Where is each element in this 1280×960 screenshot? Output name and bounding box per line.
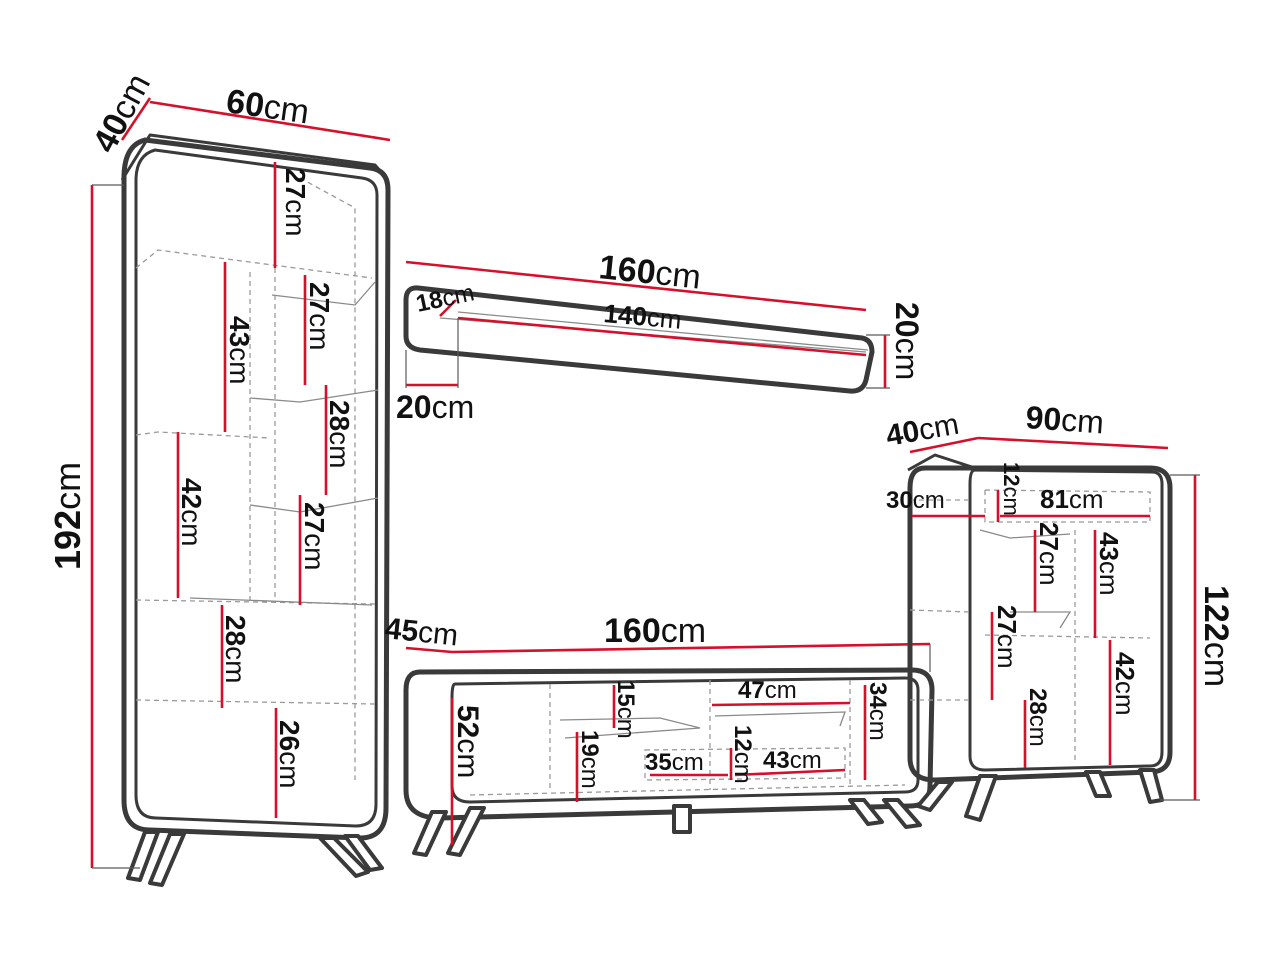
- tv-height-label: 52cm: [451, 705, 484, 778]
- sb-right-1-label: 43cm: [1094, 532, 1124, 596]
- shelf-inner-width-dim: [457, 316, 867, 357]
- shelf-width-dim: [405, 260, 867, 312]
- sb-low-mid-label: 28cm: [1024, 688, 1051, 747]
- tv-drawer-right-dim: [734, 768, 846, 777]
- sideboard-front-frame: [968, 468, 1164, 772]
- sideboard-leg-left: [964, 774, 998, 822]
- tall-left-1-label: 43cm: [224, 316, 255, 384]
- tall-left-4-label: 26cm: [274, 720, 305, 788]
- tv-stand-leg-right: [882, 798, 922, 829]
- tv-stand: 45cm 160cm 52cm 15cm 19cm 35cm 12cm 43cm…: [383, 612, 935, 857]
- tv-right-top-dim: [711, 701, 851, 707]
- tv-top-comp-label: 15cm: [612, 680, 639, 739]
- sideboard: 40cm 90cm 122cm 30cm 12cm 81cm 27cm 27cm…: [883, 399, 1235, 822]
- tv-stand-leg-left: [412, 810, 448, 857]
- shelf-inner-width-label: 140cm: [602, 298, 682, 335]
- tv-stand-leg-left-back: [446, 806, 486, 857]
- sb-depth-label: 40cm: [883, 408, 961, 453]
- sb-right-2-label: 42cm: [1110, 652, 1140, 716]
- sideboard-leg-left-back: [916, 780, 954, 812]
- tall-cabinet-interior: [135, 177, 379, 780]
- sb-width-dim: [977, 436, 1169, 450]
- shelf-depth-bottom-label: 20cm: [396, 389, 474, 425]
- sideboard-leg-right: [1138, 768, 1164, 804]
- shelf-depth-top-dim: [439, 299, 457, 317]
- sb-width-label: 90cm: [1025, 399, 1106, 440]
- tv-width-dim: [451, 642, 931, 654]
- tv-width-label: 160cm: [604, 612, 706, 650]
- tall-shelf-3-label: 28cm: [324, 400, 355, 468]
- tall-left-2-label: 42cm: [176, 478, 207, 546]
- tv-stand-inner-frame: [450, 676, 920, 804]
- tv-stand-leg-right-back: [848, 798, 884, 826]
- sideboard-interior: [909, 489, 1151, 760]
- tv-drawer-left-label: 35cm: [645, 749, 704, 776]
- sb-mid-1-label: 27cm: [1034, 522, 1064, 586]
- sb-mid-2-label: 27cm: [992, 605, 1022, 669]
- sb-depth-dim: [909, 436, 979, 454]
- sb-top-height-label: 12cm: [999, 462, 1024, 516]
- tv-depth-dim: [405, 646, 453, 654]
- tall-cabinet-leg-right-back: [343, 834, 384, 872]
- tall-cabinet-inner-frame: [134, 148, 379, 828]
- tall-cabinet-body: [121, 137, 391, 841]
- shelf-depth-top-label: 18cm: [414, 279, 477, 318]
- tv-low-comp-label: 19cm: [576, 730, 603, 789]
- tv-right-top-label: 47cm: [738, 677, 797, 704]
- sb-height-label: 122cm: [1197, 585, 1235, 687]
- tall-width-dim: [149, 100, 391, 142]
- tall-cabinet: 40cm 60cm 192cm 27cm 27cm 28cm 27cm 43cm…: [47, 67, 391, 887]
- sb-top-left-label: 30cm: [886, 487, 945, 514]
- tv-stand-interior: [469, 680, 906, 796]
- shelf-height-label: 20cm: [889, 302, 925, 380]
- shelf-width-label: 160cm: [597, 248, 702, 296]
- tv-drawer-height-label: 12cm: [729, 725, 756, 784]
- tall-height-label: 192cm: [47, 462, 88, 570]
- tall-width-label: 60cm: [224, 82, 312, 131]
- tall-shelf-1-label: 27cm: [280, 168, 311, 236]
- tv-stand-leg-center: [672, 804, 692, 834]
- wall-shelf-body: [403, 285, 875, 394]
- tv-right-side-label: 34cm: [864, 682, 891, 741]
- sideboard-top-side: [907, 453, 976, 472]
- tv-drawer-right-label: 43cm: [763, 747, 822, 774]
- tall-cabinet-leg-left-back: [148, 832, 186, 887]
- sideboard-leg-right-back: [1084, 770, 1112, 798]
- tall-shelf-2-label: 27cm: [304, 282, 335, 350]
- sb-top-inner-label: 81cm: [1040, 484, 1104, 514]
- tall-depth-label: 40cm: [86, 67, 159, 158]
- tall-left-3-label: 28cm: [220, 615, 251, 683]
- tall-depth-dim: [120, 97, 152, 141]
- tv-stand-body: [403, 667, 935, 821]
- wall-shelf: 160cm 140cm 18cm 20cm 20cm: [396, 248, 925, 425]
- tall-shelf-4-label: 27cm: [299, 502, 330, 570]
- tall-cabinet-leg-right: [318, 836, 370, 878]
- tv-depth-label: 45cm: [383, 612, 459, 652]
